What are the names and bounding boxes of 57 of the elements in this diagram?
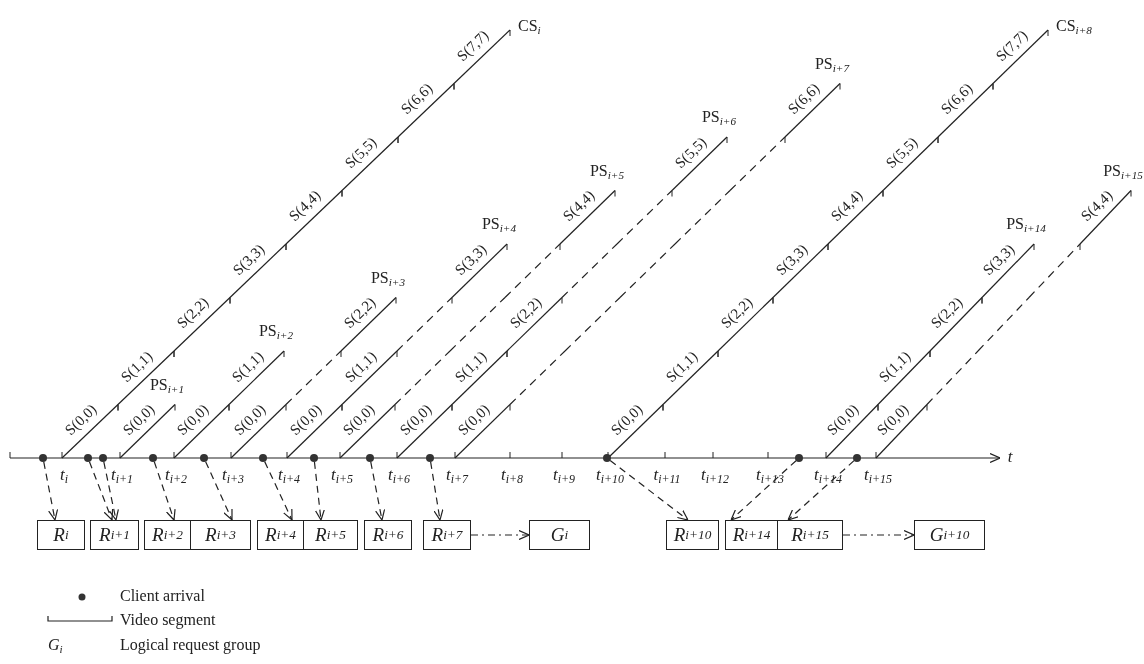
stream-label: PS$_{i+3}$	[370, 269, 406, 288]
stream-label: CS$_{i+8}$	[1056, 18, 1092, 36]
client-arrival-dot	[259, 454, 267, 462]
time-label: t$_{i+6}$	[388, 466, 410, 486]
arrow	[787, 460, 855, 521]
time-label: t$_{i+12}$	[701, 466, 729, 486]
stream-label: PS$_{i+15}$	[1103, 162, 1143, 181]
time-label: t$_{i+8}$	[501, 466, 523, 486]
client-arrival-dot	[99, 454, 107, 462]
legend-label: Client arrival	[120, 588, 205, 604]
stream-label: PS$_{i+5}$	[589, 162, 625, 181]
arrow	[313, 461, 325, 521]
client-arrival-dot	[853, 454, 861, 462]
arrow	[430, 461, 444, 521]
arrow	[470, 529, 530, 541]
arrow	[88, 461, 114, 521]
legend-label: Logical request group	[120, 637, 261, 653]
time-label: t$_{i+14}$	[814, 466, 842, 486]
client-arrival-dot	[426, 454, 434, 462]
client-arrival-dot	[310, 454, 318, 462]
client-arrival-dot	[39, 454, 47, 462]
client-arrival-dot	[200, 454, 208, 462]
time-label: t$_{i+9}$	[553, 466, 575, 486]
time-label: t$_{i+7}$	[446, 466, 468, 486]
arrow	[43, 461, 59, 521]
time-label: t$_{i+5}$	[331, 466, 353, 486]
legend-label: Video segment	[120, 612, 216, 628]
stream-label: PS$_{i+7}$	[814, 55, 850, 74]
time-label: t$_{i+15}$	[864, 466, 892, 486]
client-arrival-dot	[149, 454, 157, 462]
stream-label: PS$_{i+2}$	[258, 323, 294, 341]
time-label: t$_{i+3}$	[222, 466, 244, 486]
time-label: t$_{i+10}$	[596, 466, 624, 486]
stream-label: PS$_{i+14}$	[1006, 216, 1046, 234]
time-label: t$_{i+1}$	[111, 466, 133, 486]
time-label: t$_{i+4}$	[278, 466, 300, 486]
arrow	[842, 529, 915, 541]
arrow	[730, 460, 797, 521]
time-label: t$_{i+13}$	[756, 466, 784, 486]
client-arrival-dot	[795, 454, 803, 462]
stream-label: PS$_{i+4}$	[481, 216, 517, 234]
arrow	[103, 461, 119, 521]
arrow	[370, 461, 386, 521]
legend-symbol: G$_{i}$	[48, 637, 63, 655]
arrow	[205, 461, 233, 521]
arrow	[153, 461, 176, 521]
stream-label: CS$_{i}$	[518, 18, 541, 36]
time-label: t$_{i+2}$	[165, 466, 187, 486]
time-label: t$_{i+11}$	[653, 466, 681, 486]
stream-label: PS$_{i+6}$	[701, 109, 737, 127]
arrow	[264, 461, 293, 521]
time-label: t$_{i}$	[60, 466, 68, 486]
axis-label: t	[1007, 448, 1013, 465]
client-arrival-dot	[366, 454, 374, 462]
client-arrival-dot	[603, 454, 611, 462]
arrow	[609, 459, 689, 521]
client-arrival-dot	[84, 454, 92, 462]
